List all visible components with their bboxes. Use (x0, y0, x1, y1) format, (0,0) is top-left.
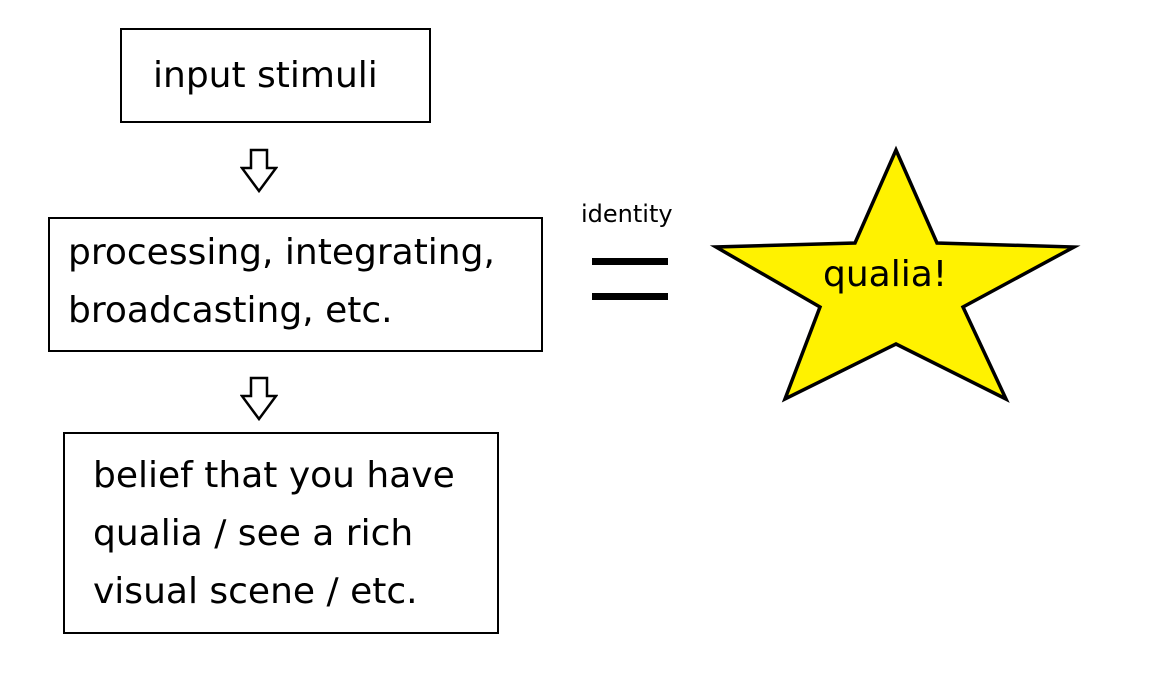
belief-box: belief that you have qualia / see a rich… (63, 432, 499, 634)
box-text-line: broadcasting, etc. (68, 290, 393, 331)
processing-box: processing, integrating, broadcasting, e… (48, 217, 543, 352)
box-text-line: belief that you have (93, 455, 455, 496)
star-label: qualia! (823, 254, 948, 295)
arrow-down-icon (240, 376, 278, 422)
equals-bar-bottom (592, 293, 668, 300)
box-text-line: input stimuli (153, 55, 378, 96)
star-shape (709, 145, 1081, 403)
box-text-line: processing, integrating, (68, 232, 495, 273)
input-stimuli-box: input stimuli (120, 28, 431, 123)
arrow-down-icon (240, 148, 278, 194)
equals-bar-top (592, 258, 668, 265)
box-text-line: visual scene / etc. (93, 571, 418, 612)
identity-label: identity (581, 200, 673, 228)
box-text-line: qualia / see a rich (93, 513, 414, 554)
equals-sign-icon (592, 256, 670, 302)
